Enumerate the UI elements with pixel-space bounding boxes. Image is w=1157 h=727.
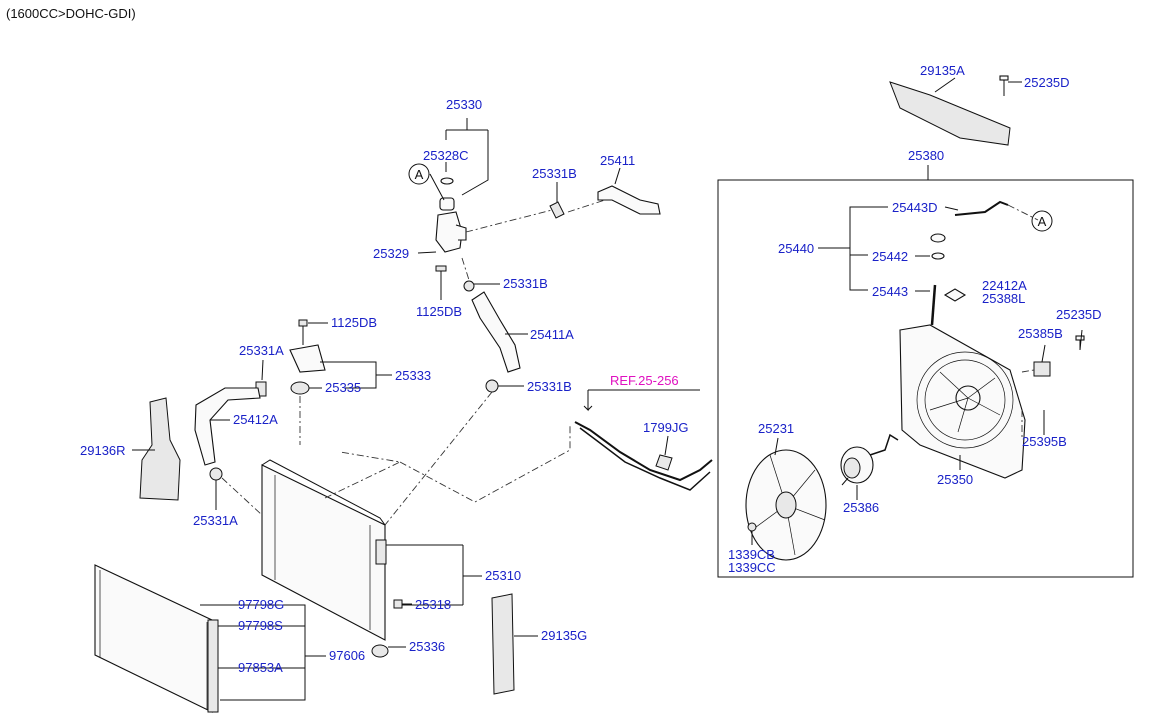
- diagram-header: (1600CC>DOHC-GDI): [6, 6, 136, 21]
- label-25318: 25318: [415, 597, 451, 612]
- label-1799JG: 1799JG: [643, 420, 689, 435]
- radiator-hose-part: [194, 387, 261, 466]
- fan-motor-part: [840, 433, 899, 486]
- air-guard-left-part: [491, 593, 515, 695]
- label-25385B: 25385B: [1018, 326, 1063, 341]
- label-97798S: 97798S: [238, 618, 283, 633]
- label-25331A-top: 25331A: [239, 343, 284, 358]
- upper-cover-part: [889, 81, 1011, 146]
- label-1339CB: 1339CB: [728, 547, 775, 562]
- label-25411: 25411: [600, 153, 635, 168]
- fan-assembly-box: [717, 179, 1134, 578]
- cooling-fan-part: [745, 449, 827, 561]
- fan-shroud-part: [899, 324, 1026, 479]
- label-97853A: 97853A: [238, 660, 283, 675]
- callout-a-left: [408, 163, 430, 185]
- label-25380: 25380: [908, 148, 944, 163]
- label-25388L: 25388L: [982, 291, 1025, 306]
- filler-neck-part: [435, 197, 467, 253]
- label-25412A: 25412A: [233, 412, 278, 427]
- label-25443D: 25443D: [892, 200, 938, 215]
- label-25235D-top: 25235D: [1024, 75, 1070, 90]
- label-1125DB-bracket: 1125DB: [331, 315, 377, 330]
- label-25331B-top: 25331B: [532, 166, 577, 181]
- label-25331A-low: 25331A: [193, 513, 238, 528]
- callout-a-right: [1031, 210, 1053, 232]
- label-25331B-mid: 25331B: [503, 276, 548, 291]
- upper-hose-part: [597, 185, 661, 215]
- condenser-part: [94, 564, 219, 713]
- label-29136R: 29136R: [80, 443, 126, 458]
- label-25231: 25231: [758, 421, 794, 436]
- callout-a-left-letter: A: [415, 167, 424, 182]
- label-29135A: 29135A: [920, 63, 965, 78]
- label-97606: 97606: [329, 648, 365, 663]
- label-25331B-low: 25331B: [527, 379, 572, 394]
- label-25330: 25330: [446, 97, 482, 112]
- label-25329: 25329: [373, 246, 409, 261]
- label-25350: 25350: [937, 472, 973, 487]
- label-25395B: 25395B: [1022, 434, 1067, 449]
- label-29135G: 29135G: [541, 628, 587, 643]
- label-25335: 25335: [325, 380, 361, 395]
- lower-hose-part: [471, 291, 521, 373]
- label-25336: 25336: [409, 639, 445, 654]
- label-97798G: 97798G: [238, 597, 284, 612]
- label-25443: 25443: [872, 284, 908, 299]
- ref-link[interactable]: REF.25-256: [610, 373, 679, 388]
- radiator-part: [261, 459, 387, 641]
- label-25333: 25333: [395, 368, 431, 383]
- label-25386: 25386: [843, 500, 879, 515]
- label-25411A: 25411A: [530, 327, 574, 342]
- label-25310: 25310: [485, 568, 521, 583]
- label-25328C: 25328C: [423, 148, 469, 163]
- label-25235D-mid: 25235D: [1056, 307, 1102, 322]
- callout-a-right-letter: A: [1038, 214, 1047, 229]
- label-25440: 25440: [778, 241, 814, 256]
- air-guard-right-part: [139, 397, 181, 501]
- label-1125DB-neck: 1125DB: [416, 304, 462, 319]
- label-25442: 25442: [872, 249, 908, 264]
- label-22412A: 22412A: [982, 278, 1027, 293]
- label-1339CC: 1339CC: [728, 560, 776, 575]
